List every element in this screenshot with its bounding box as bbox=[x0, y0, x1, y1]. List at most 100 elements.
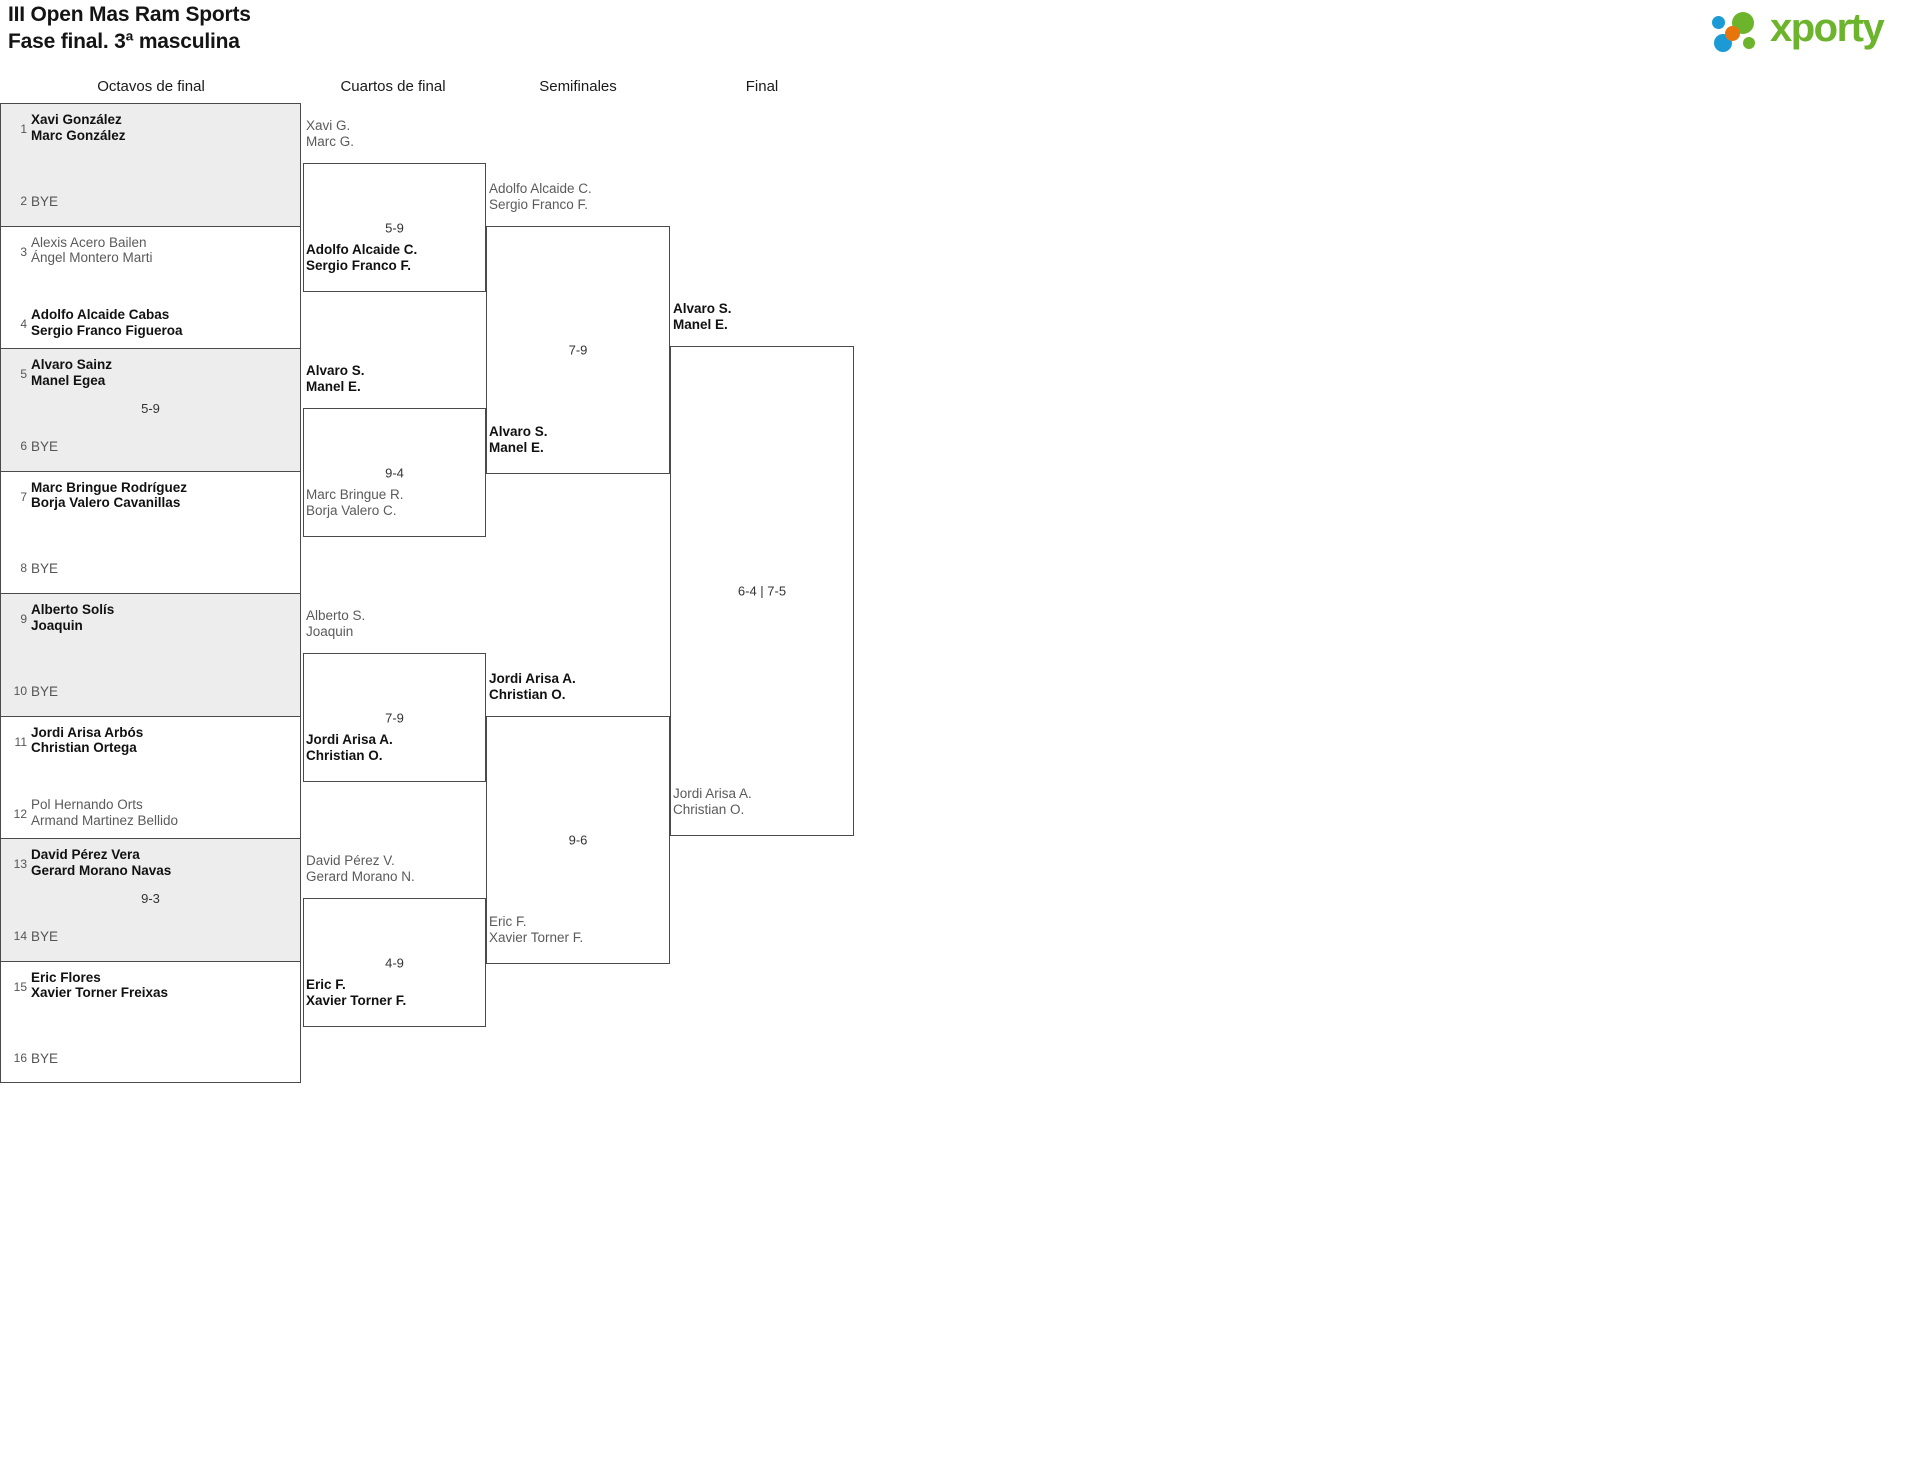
bye-label: BYE bbox=[31, 1051, 59, 1066]
round2-bottom-team: Jordi Arisa A.Christian O. bbox=[306, 732, 393, 764]
match-score: 7-9 bbox=[568, 342, 588, 358]
seed-number: 9 bbox=[20, 612, 27, 626]
player-name: Christian O. bbox=[306, 748, 383, 763]
player-name: Xavi G. bbox=[306, 118, 351, 133]
round4-match-box[interactable]: 6-4 | 7-5 bbox=[670, 346, 854, 836]
player-name: Jordi Arisa A. bbox=[489, 671, 576, 686]
seed-number: 12 bbox=[13, 807, 27, 821]
player-name: Marc Bringue R. bbox=[306, 487, 404, 502]
player-name: Alberto Solís bbox=[31, 602, 115, 617]
match-score: 9-4 bbox=[385, 465, 404, 480]
player-name: Christian O. bbox=[489, 687, 566, 702]
seed-number: 13 bbox=[13, 857, 27, 871]
player-name: Sergio Franco F. bbox=[489, 197, 589, 212]
logo-dots-icon bbox=[1706, 12, 1768, 54]
round-header-octavos: Octavos de final bbox=[97, 78, 205, 95]
round3-bottom-team: Eric F.Xavier Torner F. bbox=[489, 914, 583, 946]
tournament-title: III Open Mas Ram Sports bbox=[8, 3, 251, 26]
xporty-logo: xporty bbox=[1706, 6, 1906, 56]
round-header-cuartos: Cuartos de final bbox=[340, 78, 446, 95]
bye-label: BYE bbox=[31, 193, 59, 209]
player-name: Ángel Montero Marti bbox=[31, 250, 153, 265]
player-name: Eric Flores bbox=[31, 969, 101, 985]
player-name: Eric F. bbox=[306, 977, 346, 992]
match-score: 5-9 bbox=[385, 220, 404, 235]
player-name: Jordi Arisa Arbós bbox=[31, 724, 144, 740]
seed-number: 14 bbox=[13, 928, 27, 943]
seed-number: 4 bbox=[20, 317, 27, 331]
player-name: Manel Egea bbox=[31, 372, 106, 388]
round2-top-team: Alvaro S.Manel E. bbox=[306, 363, 365, 395]
player-name: Alvaro Sainz bbox=[31, 357, 113, 372]
seed-number: 7 bbox=[20, 489, 27, 504]
player-name: Xavier Torner F. bbox=[489, 930, 584, 945]
seed-number: 5 bbox=[20, 367, 27, 381]
seed-number: 1 bbox=[20, 122, 27, 136]
round-header-semis: Semifinales bbox=[539, 78, 617, 95]
player-name: Alexis Acero Bailen bbox=[31, 234, 147, 250]
match-score: 6-4 | 7-5 bbox=[737, 583, 787, 599]
player-name: Pol Hernando Orts bbox=[31, 797, 143, 812]
player-name: Alvaro S. bbox=[673, 301, 732, 316]
player-name: Gerard Morano N. bbox=[306, 869, 415, 884]
player-name: Sergio Franco F. bbox=[306, 258, 412, 273]
round3-match-box[interactable]: 9-6 bbox=[486, 716, 670, 964]
logo-dot-5-icon bbox=[1743, 37, 1755, 49]
player-name: Borja Valero Cavanillas bbox=[31, 495, 181, 510]
seed-number: 3 bbox=[20, 244, 27, 259]
player-name: Manel E. bbox=[489, 440, 544, 455]
player-name: Manel E. bbox=[306, 379, 361, 394]
round2-match-box[interactable]: 7-9 bbox=[303, 653, 486, 782]
player-name: Xavi González bbox=[31, 112, 122, 127]
seed-number: 16 bbox=[13, 1051, 27, 1065]
match-score: 7-9 bbox=[385, 710, 404, 725]
bye-label: BYE bbox=[31, 683, 59, 699]
round2-match-box[interactable]: 9-4 bbox=[303, 408, 486, 537]
bye-label: BYE bbox=[31, 438, 59, 454]
round3-top-team: Jordi Arisa A.Christian O. bbox=[489, 671, 576, 703]
player-name: Joaquin bbox=[31, 617, 83, 633]
round2-match-box[interactable]: 5-9 bbox=[303, 163, 486, 292]
player-name: Marc Bringue Rodríguez bbox=[31, 479, 188, 495]
player-name: David Pérez V. bbox=[306, 853, 395, 868]
player-name: Armand Martinez Bellido bbox=[31, 812, 179, 828]
round3-top-team: Adolfo Alcaide C.Sergio Franco F. bbox=[489, 181, 592, 213]
round3-match-box[interactable]: 7-9 bbox=[486, 226, 670, 474]
round2-match-box[interactable]: 4-9 bbox=[303, 898, 486, 1027]
round4-top-team: Alvaro S.Manel E. bbox=[673, 301, 732, 333]
player-name: Sergio Franco Figueroa bbox=[31, 322, 183, 338]
round1-slot[interactable]: 16 BYE bbox=[1, 1042, 300, 1076]
round2-bottom-team: Eric F.Xavier Torner F. bbox=[306, 977, 406, 1009]
player-name: Xavier Torner F. bbox=[306, 993, 407, 1008]
player-name: Joaquin bbox=[306, 624, 354, 639]
